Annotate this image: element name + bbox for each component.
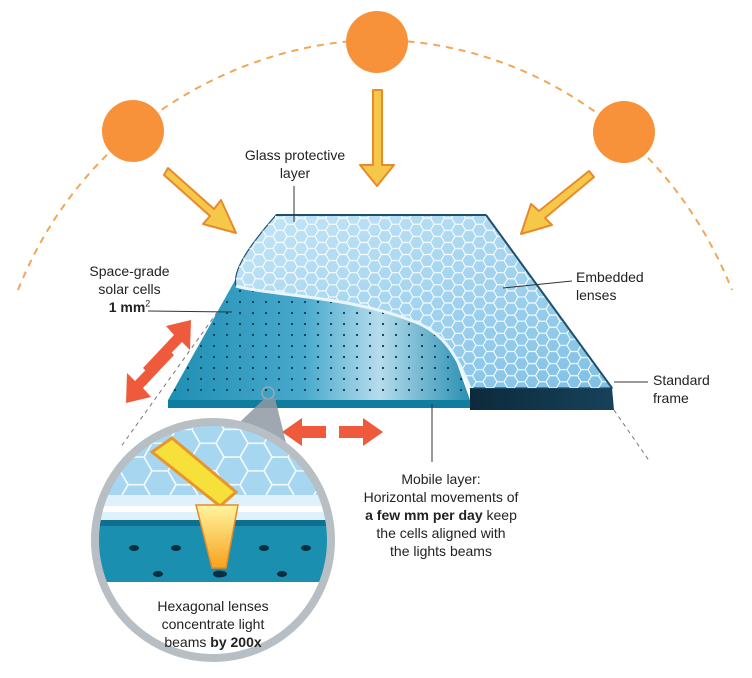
mobile-layer-edge [168,400,470,408]
sun-ray-arrow-icon [359,89,395,187]
label-mobile-layer: Mobile layer: Horizontal movements of a … [363,471,519,559]
label-hexagonal-lenses: Hexagonal lenses concentrate light beams… [157,598,269,650]
movement-arrow-icon [126,320,191,403]
panel-frame [470,388,614,410]
sun-icon [102,100,164,162]
sun-ray-arrow-icon [520,170,595,235]
label-glass-protective-layer: Glass protective layer [244,147,346,181]
sun-icon [346,11,408,73]
label-standard-frame: Standard frame [653,372,710,406]
sun-icon [593,101,655,163]
zoom-detail [95,422,331,658]
movement-arrow-icon [282,418,383,446]
sun-ray-arrow-icon [163,167,237,234]
label-solar-cells: Space-grade solar cells 1 mm2 [89,263,170,315]
label-embedded-lenses: Embedded lenses [576,269,644,303]
solar-panel [168,214,614,410]
